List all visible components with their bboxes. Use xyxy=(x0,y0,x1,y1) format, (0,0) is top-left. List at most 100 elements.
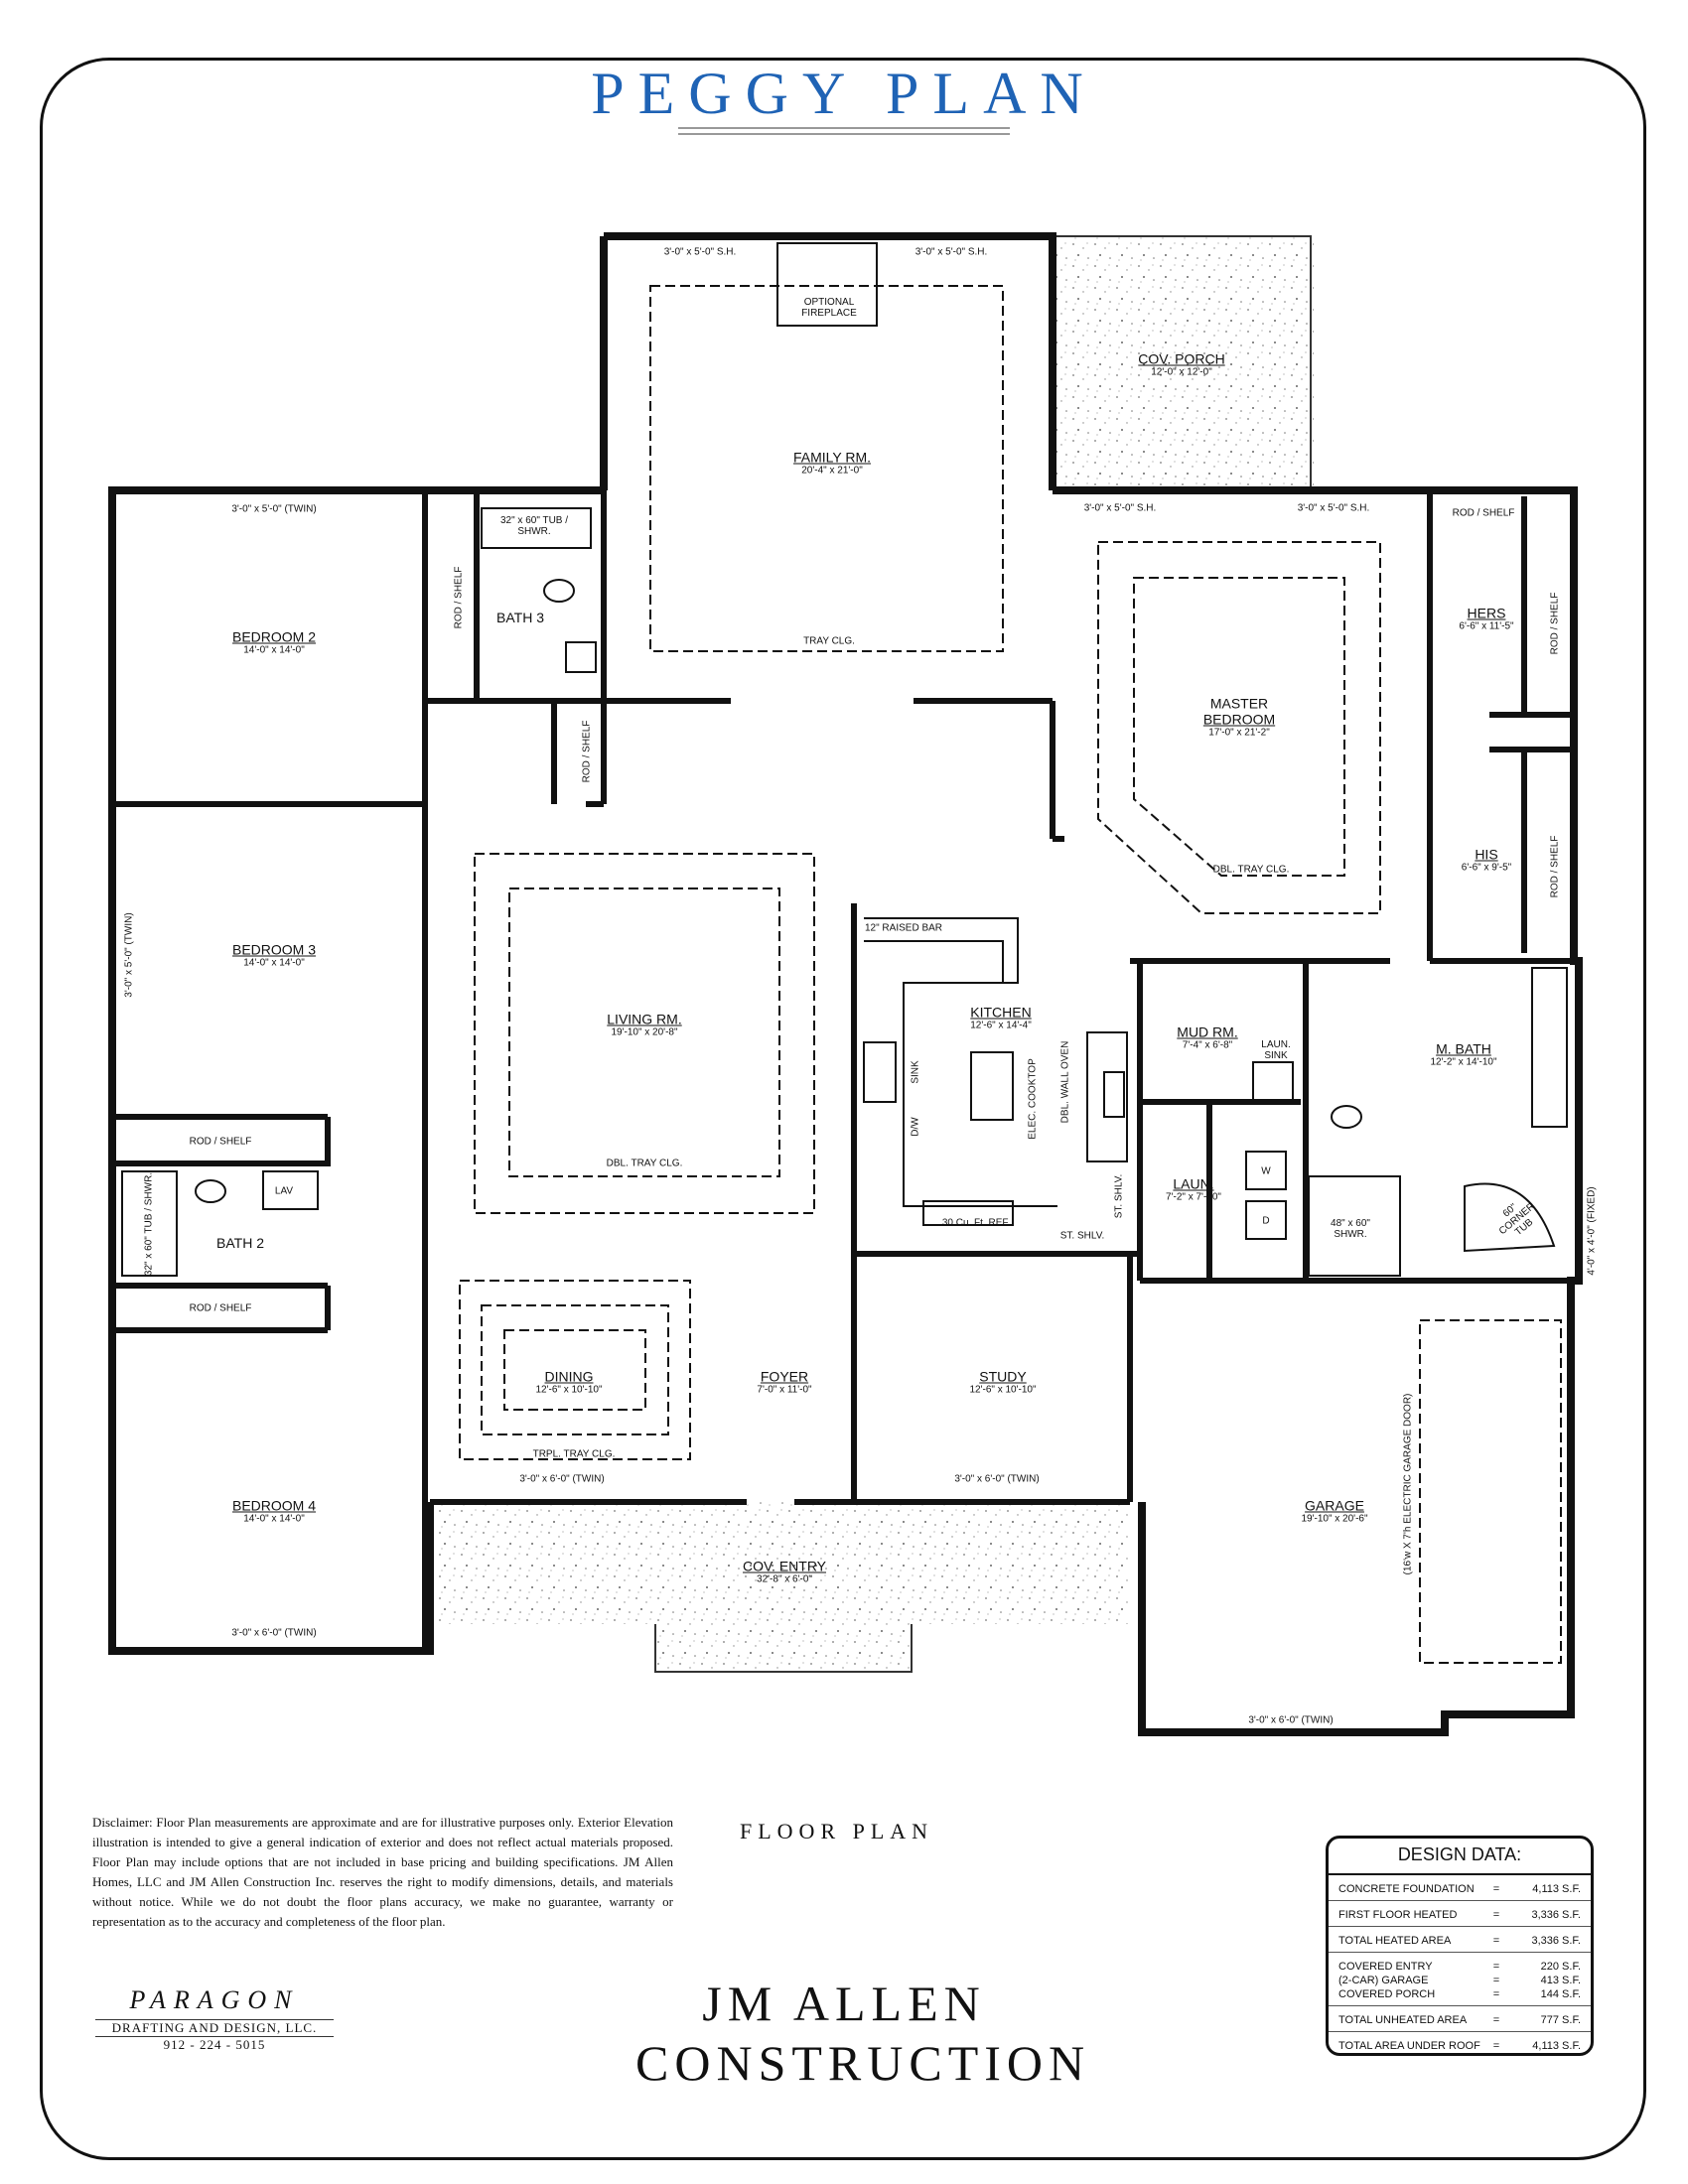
mud-room-label: MUD RM.7'-4" x 6'-8" xyxy=(1177,1024,1238,1051)
design-data-group: TOTAL HEATED AREA = 3,336 S.F. xyxy=(1329,1927,1591,1953)
shower-note: 48" x 60" SHWR. xyxy=(1331,1218,1370,1240)
window-note: 4'-0" x 4'-0" (FIXED) xyxy=(1586,1186,1598,1276)
builder-line-1: JM ALLEN xyxy=(702,1976,986,2031)
design-data-row: TOTAL UNHEATED AREA = 777 S.F. xyxy=(1329,2013,1591,2027)
design-data-key: (2-CAR) GARAGE xyxy=(1338,1975,1429,1986)
design-data-equals: = xyxy=(1492,2014,1500,2026)
window-note: 3'-0" x 5'-0" (TWIN) xyxy=(231,503,317,515)
disclaimer: Disclaimer: Floor Plan measurements are … xyxy=(92,1815,673,1929)
design-data-equals: = xyxy=(1492,2040,1500,2052)
title-underline xyxy=(678,127,1010,129)
design-data-equals: = xyxy=(1492,1961,1500,1973)
design-data-value: 144 S.F. xyxy=(1540,1988,1581,2000)
tray-ceiling-note: TRPL. TRAY CLG. xyxy=(532,1448,616,1460)
shelving-note: ST. SHLV. xyxy=(1059,1230,1105,1242)
laundry-label: LAUN.7'-2" x 7'-10" xyxy=(1166,1175,1221,1203)
dryer-note: D xyxy=(1262,1215,1270,1227)
window-note: 3'-0" x 6'-0" (TWIN) xyxy=(954,1473,1040,1485)
design-data-row: FIRST FLOOR HEATED=3,336 S.F. xyxy=(1329,1908,1591,1922)
lav-note: LAV xyxy=(274,1185,294,1197)
kitchen-counters xyxy=(863,917,1128,1226)
design-data-equals: = xyxy=(1492,1988,1500,2000)
dishwasher-note: D/W xyxy=(910,1117,921,1137)
bath-2-label: BATH 2 xyxy=(216,1235,264,1251)
design-data-value: 413 S.F. xyxy=(1540,1975,1581,1986)
window-note: 3'-0" x 6'-0" (TWIN) xyxy=(519,1473,605,1485)
covered-porch xyxy=(1053,236,1314,490)
design-data-value: 777 S.F. xyxy=(1540,2014,1581,2026)
design-data-row: COVERED PORCH = 144 S.F. xyxy=(1329,1987,1591,2001)
rod-shelf-note: ROD / SHELF xyxy=(453,566,465,629)
design-data-key: TOTAL UNHEATED AREA xyxy=(1338,2014,1468,2026)
laundry-sink-note: LAUN. SINK xyxy=(1261,1039,1291,1061)
rod-shelf-note: ROD / SHELF xyxy=(581,720,593,783)
design-data-key: CONCRETE FOUNDATION xyxy=(1338,1883,1475,1895)
rod-shelf-note: ROD / SHELF xyxy=(189,1302,252,1314)
tub-shower-note: 32" x 60" TUB / SHWR. xyxy=(499,515,569,537)
design-data-body: CONCRETE FOUNDATION=4,113 S.F.FIRST FLOO… xyxy=(1329,1875,1591,2057)
floor-plan-caption: FLOOR PLAN xyxy=(740,1819,934,1843)
design-data-group: TOTAL AREA UNDER ROOF=4,113 S.F. xyxy=(1329,2032,1591,2057)
design-data-value: 3,336 S.F. xyxy=(1531,1935,1581,1947)
window-note: 3'-0" x 5'-0" S.H. xyxy=(1083,502,1157,514)
bath-3-label: BATH 3 xyxy=(496,610,544,625)
tray-ceilings xyxy=(459,285,1562,1664)
interior-walls xyxy=(112,490,1574,1651)
design-data-row: CONCRETE FOUNDATION=4,113 S.F. xyxy=(1329,1882,1591,1896)
sink-note: SINK xyxy=(910,1060,921,1084)
living-room-label: LIVING RM.19'-10" x 20'-8" xyxy=(607,1011,682,1038)
design-data-key: FIRST FLOOR HEATED xyxy=(1338,1909,1458,1921)
design-data-table: DESIGN DATA: CONCRETE FOUNDATION=4,113 S… xyxy=(1326,1836,1594,2056)
paragon-phone: 912 - 224 - 5015 xyxy=(163,2037,266,2052)
design-data-key: COVERED PORCH xyxy=(1338,1988,1436,2000)
entry-steps xyxy=(655,1624,912,1672)
design-data-value: 4,113 S.F. xyxy=(1532,1883,1581,1895)
design-data-equals: = xyxy=(1492,1935,1500,1947)
design-data-group: TOTAL UNHEATED AREA = 777 S.F. xyxy=(1329,2006,1591,2032)
page-frame xyxy=(40,58,1646,2160)
rod-shelf-note: ROD / SHELF xyxy=(189,1136,252,1148)
window-note: 3'-0" x 6'-0" (TWIN) xyxy=(1248,1714,1334,1726)
paragon-name: PARAGON xyxy=(129,1985,300,2014)
design-data-value: 4,113 S.F. xyxy=(1532,2040,1581,2052)
design-data-equals: = xyxy=(1492,1975,1500,1986)
design-data-key: COVERED ENTRY xyxy=(1338,1961,1433,1973)
tray-ceiling-note: TRAY CLG. xyxy=(803,635,855,647)
tray-ceiling-note: DBL. TRAY CLG. xyxy=(606,1158,683,1169)
rod-shelf-note: ROD / SHELF xyxy=(1549,592,1561,655)
builder-line-2: CONSTRUCTION xyxy=(635,2035,1091,2091)
raised-bar-note: 12" RAISED BAR xyxy=(864,922,943,934)
rod-shelf-note: ROD / SHELF xyxy=(1549,835,1561,898)
tub-shower-note: 32" x 60" TUB / SHWR. xyxy=(143,1171,155,1277)
garage-door-note: (16'w X 7'h ELECTRIC GARAGE DOOR) xyxy=(1402,1393,1414,1575)
paragon-sub: DRAFTING AND DESIGN, LLC. xyxy=(95,2019,334,2037)
window-note: 3'-0" x 5'-0" S.H. xyxy=(1297,502,1370,514)
design-data-group: CONCRETE FOUNDATION=4,113 S.F. xyxy=(1329,1875,1591,1901)
family-room-label: FAMILY RM.20'-4" x 21'-0" xyxy=(792,449,872,477)
design-data-value: 220 S.F. xyxy=(1540,1961,1581,1973)
window-note: 3'-0" x 5'-0" (TWIN) xyxy=(123,912,135,998)
tray-ceiling-note: DBL. TRAY CLG. xyxy=(1212,864,1290,876)
design-data-key: TOTAL HEATED AREA xyxy=(1338,1935,1452,1947)
window-note: 3'-0" x 6'-0" (TWIN) xyxy=(231,1627,317,1639)
title-underline xyxy=(678,133,1010,135)
wall-oven-note: DBL. WALL OVEN xyxy=(1059,1040,1071,1124)
builder-logo: JM ALLEN CONSTRUCTION xyxy=(635,1974,1091,2093)
design-data-group: COVERED ENTRY = 220 S.F. (2-CAR) GARAGE = 413… xyxy=(1329,1953,1591,2006)
fireplace-note: OPTIONAL FIREPLACE xyxy=(801,297,857,319)
